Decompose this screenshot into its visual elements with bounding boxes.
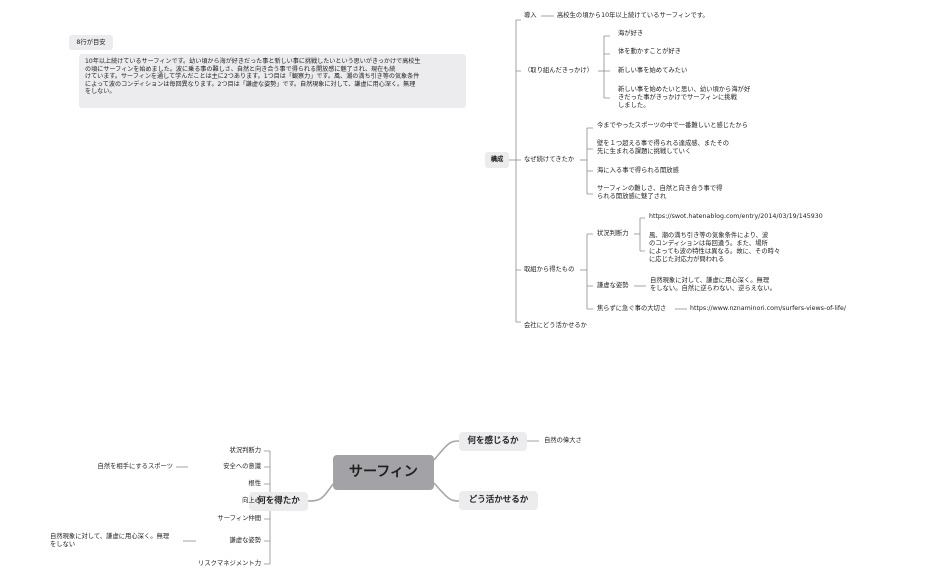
note-title: 8行が目安 [69, 35, 113, 50]
node-company[interactable]: 会社にどう活かせるか [524, 322, 587, 329]
why-item-2[interactable]: 壁を１つ超える事で得られる達成感、またその 先に生まれる課題に挑戦していく [597, 140, 730, 155]
topic-gained[interactable]: 何を得たか [249, 492, 308, 511]
gained-item-humble[interactable]: 謙虚な姿勢 [229, 537, 261, 544]
feel-item[interactable]: 自然の偉大さ [544, 437, 582, 444]
topic-use[interactable]: どう活かせるか [459, 491, 538, 510]
gained-item-grit[interactable]: 根性 [248, 480, 261, 487]
gained-item-judgment[interactable]: 状況判断力 [229, 447, 261, 454]
gained-item-risk[interactable]: リスクマネジメント力 [198, 560, 261, 567]
topic-feel[interactable]: 何を感じるか [459, 432, 527, 451]
trigger-item-4[interactable]: 新しい事を始めたいと思い、幼い頃から海が好 きだった事がきっかけでサーフィンに挑… [618, 86, 751, 109]
note-body: 10年以上続けているサーフィンです。幼い頃から海が好きだった事と新しい事に挑戦し… [79, 54, 466, 108]
node-intro[interactable]: 導入 [524, 12, 537, 19]
trigger-item-3[interactable]: 新しい事を始めてみたい [618, 67, 688, 74]
gains-judgment[interactable]: 状況判断力 [597, 230, 629, 237]
central-topic[interactable]: サーフィン [333, 455, 434, 490]
why-item-1[interactable]: 今までやったスポーツの中で一番難しいと感じたから [597, 122, 748, 129]
node-gains[interactable]: 取組から得たもの [524, 266, 575, 273]
why-item-3[interactable]: 海に入る事で得られる開放感 [597, 167, 679, 174]
judgment-url[interactable]: https://swot.hatenablog.com/entry/2014/0… [649, 213, 823, 220]
judgment-text[interactable]: 風、潮の満ち引き等の気象条件により、波 のコンディションは毎回違う。また、場所 … [649, 232, 781, 263]
gains-humble[interactable]: 謙虚な姿勢 [597, 282, 629, 289]
gained-item-ambition[interactable]: 向上心 [242, 497, 261, 504]
humble-text[interactable]: 自然現象に対して、謙虚に用心深く。無理 をしない。自然に逆らわない、逆らえない。 [650, 277, 776, 292]
node-why-continue[interactable]: なぜ続けてきたか [524, 156, 575, 163]
node-intro-detail[interactable]: 高校生の頃から10年以上続けているサーフィンです。 [557, 12, 709, 19]
gained-item-friends[interactable]: サーフィン仲間 [217, 515, 261, 522]
humble-sub[interactable]: 自然現象に対して、謙虚に用心深く。無理 をしない [50, 533, 170, 548]
node-trigger[interactable]: （取り組んだきっかけ） [524, 67, 594, 74]
safety-sub[interactable]: 自然を相手にするスポーツ [97, 463, 174, 470]
trigger-item-2[interactable]: 体を動かすことが好き [618, 48, 681, 55]
gained-item-safety[interactable]: 安全への意識 [223, 463, 261, 470]
trigger-item-1[interactable]: 海が好き [618, 30, 644, 37]
gains-patience[interactable]: 焦らずに急ぐ事の大切さ [597, 305, 667, 312]
why-item-4[interactable]: サーフィンの難しさ、自然と向き合う事で得 られる開放感に魅了され [597, 185, 723, 200]
patience-url[interactable]: https://www.nznaminori.com/surfers-views… [690, 305, 847, 312]
structure-root[interactable]: 構成 [485, 152, 509, 168]
